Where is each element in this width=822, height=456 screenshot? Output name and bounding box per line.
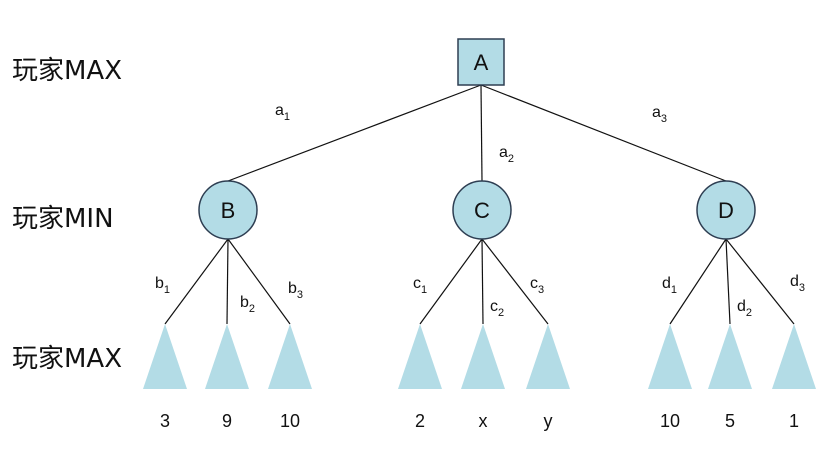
leaf-value-d3: 1 <box>789 411 799 431</box>
edge-label-a2-sub: 2 <box>508 153 514 165</box>
edge-label-b2-sub: 2 <box>249 303 255 315</box>
edge-c1 <box>419 238 483 325</box>
edge-label-a2: a2 <box>499 144 514 165</box>
edge-label-d1: d1 <box>662 275 677 296</box>
edge-b2 <box>226 238 229 325</box>
edge-label-d1-sub: 1 <box>671 284 677 296</box>
edge-label-c2: c2 <box>490 298 504 319</box>
edge-label-d3-base: d <box>790 273 799 290</box>
edge-label-c1-sub: 1 <box>421 284 427 296</box>
edge-label-d2-base: d <box>737 298 746 315</box>
leaf-triangle-b1 <box>143 324 187 389</box>
edge-label-d2: d2 <box>737 298 752 319</box>
edge-label-c1-base: c <box>413 275 421 292</box>
edge-label-a3-sub: 3 <box>661 113 667 125</box>
min-node-d <box>696 180 756 240</box>
edge-label-a2-base: a <box>499 144 508 161</box>
edge-label-b3: b3 <box>288 280 303 301</box>
edge-label-c3: c3 <box>530 275 544 296</box>
edge-label-d2-sub: 2 <box>746 307 752 319</box>
edge-label-d3: d3 <box>790 273 805 294</box>
edge-a2 <box>480 84 483 182</box>
edge-label-b1: b1 <box>155 275 170 296</box>
edge-label-a3: a3 <box>652 104 667 125</box>
edge-label-d3-sub: 3 <box>799 282 805 294</box>
edge-label-a3-base: a <box>652 104 661 121</box>
edge-c3 <box>481 238 549 325</box>
edge-d3 <box>725 238 795 325</box>
min-node-label-d: D <box>718 198 734 223</box>
nodes <box>143 38 816 389</box>
leaf-triangle-d1 <box>648 324 692 389</box>
edge-b1 <box>164 238 229 325</box>
edge-label-c1: c1 <box>413 275 427 296</box>
leaf-triangle-c1 <box>398 324 442 389</box>
edge-d2 <box>725 238 731 325</box>
edge-label-a1-sub: 1 <box>284 111 290 123</box>
leaf-triangle-c2 <box>461 324 505 389</box>
min-node-label-c: C <box>474 198 490 223</box>
edge-label-d1-base: d <box>662 275 671 292</box>
leaf-triangle-b3 <box>268 324 312 389</box>
edge-b3 <box>227 238 291 325</box>
leaf-value-c1: 2 <box>415 411 425 431</box>
edge-d1 <box>669 238 727 325</box>
edge-label-b3-sub: 3 <box>297 289 303 301</box>
root-node-square <box>457 38 505 86</box>
min-node-c <box>452 180 512 240</box>
min-node-label-b: B <box>221 198 236 223</box>
leaf-value-b1: 3 <box>160 411 170 431</box>
row-label-min: 玩家MIN <box>12 204 114 234</box>
root-node-label: A <box>474 50 489 75</box>
leaf-value-b2: 9 <box>222 411 232 431</box>
edge-label-c3-base: c <box>530 275 538 292</box>
edge-label-b2-base: b <box>240 294 249 311</box>
edge-label-b1-sub: 1 <box>164 284 170 296</box>
edge-label-b2: b2 <box>240 294 255 315</box>
leaf-triangle-b2 <box>205 324 249 389</box>
edge-label-c3-sub: 3 <box>538 284 544 296</box>
leaf-value-b3: 10 <box>280 411 300 431</box>
edge-c2 <box>481 238 484 325</box>
edge-label-b3-base: b <box>288 280 297 297</box>
edge-a1 <box>227 84 482 182</box>
edge-label-c2-sub: 2 <box>498 307 504 319</box>
row-label-max-top: 玩家MAX <box>12 56 123 86</box>
min-node-b <box>198 180 258 240</box>
row-label-max-bottom: 玩家MAX <box>12 344 123 374</box>
edge-label-b1-base: b <box>155 275 164 292</box>
leaf-value-d1: 10 <box>660 411 680 431</box>
edge-label-c2-base: c <box>490 298 498 315</box>
edges <box>164 84 795 325</box>
leaf-value-c2: x <box>479 411 488 431</box>
edge-label-a1: a1 <box>275 102 290 123</box>
leaf-value-c3: y <box>544 411 553 431</box>
leaf-triangle-d2 <box>708 324 752 389</box>
leaf-value-d2: 5 <box>725 411 735 431</box>
leaf-triangle-c3 <box>526 324 570 389</box>
edge-a3 <box>480 84 727 182</box>
leaf-triangle-d3 <box>772 324 816 389</box>
edge-label-a1-base: a <box>275 102 284 119</box>
